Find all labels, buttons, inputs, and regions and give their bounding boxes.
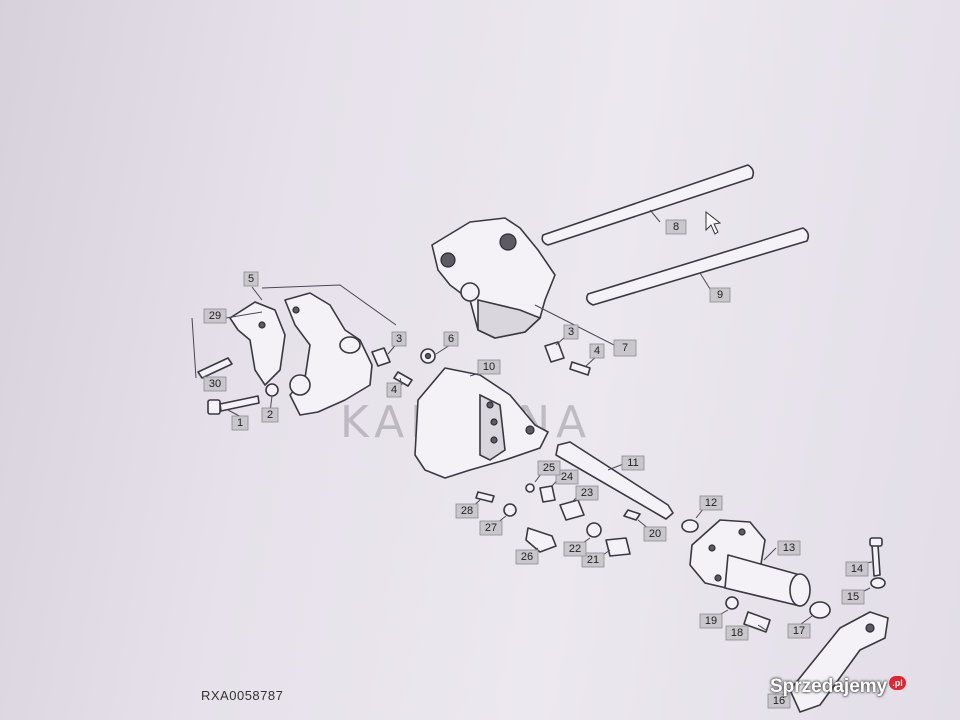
callout-8: 8 (665, 219, 687, 235)
callout-12: 12 (699, 495, 723, 511)
callout-10: 10 (477, 359, 501, 375)
svg-text:26: 26 (521, 551, 533, 563)
svg-text:1: 1 (237, 417, 243, 429)
quadrant-plate (414, 367, 549, 479)
callout-5: 5 (243, 271, 259, 287)
callouts: 1 2 3 3 4 4 5 6 7 8 9 10 11 12 13 14 15 … (203, 219, 869, 709)
callout-4-right: 4 (589, 343, 605, 359)
housing-block (431, 217, 556, 339)
callout-13: 13 (777, 540, 801, 556)
lever-arm (789, 611, 889, 713)
drawing-reference-code: RXA0058787 (201, 688, 284, 703)
svg-text:17: 17 (793, 625, 805, 637)
svg-text:21: 21 (587, 554, 599, 566)
left-bracket-assembly (229, 292, 373, 416)
svg-text:14: 14 (851, 563, 863, 575)
shaft-8 (541, 164, 755, 246)
callout-2: 2 (261, 407, 279, 423)
svg-text:13: 13 (783, 542, 795, 554)
svg-text:12: 12 (705, 497, 717, 509)
callout-19: 19 (699, 613, 723, 629)
svg-text:10: 10 (483, 361, 495, 373)
callout-28: 28 (455, 503, 479, 519)
svg-text:5: 5 (248, 273, 254, 285)
callout-21: 21 (581, 552, 605, 568)
shaft-11 (555, 441, 674, 520)
svg-text:27: 27 (485, 522, 497, 534)
small-parts (197, 341, 886, 633)
callout-26: 26 (515, 549, 539, 565)
svg-text:6: 6 (448, 333, 454, 345)
svg-text:3: 3 (568, 326, 574, 338)
callout-27: 27 (479, 520, 503, 536)
svg-text:16: 16 (773, 695, 785, 707)
callout-9: 9 (709, 287, 731, 303)
callout-3-right: 3 (563, 324, 579, 340)
svg-text:15: 15 (847, 591, 859, 603)
callout-17: 17 (787, 623, 811, 639)
svg-text:30: 30 (209, 378, 221, 390)
callout-14: 14 (845, 561, 869, 577)
svg-text:4: 4 (594, 345, 600, 357)
flanged-tube (689, 519, 811, 607)
svg-text:2: 2 (267, 409, 273, 421)
brand-tld-badge: .pl (889, 676, 906, 690)
svg-text:7: 7 (622, 342, 628, 354)
callout-29: 29 (203, 308, 227, 324)
svg-text:19: 19 (705, 615, 717, 627)
shaft-9 (586, 227, 810, 306)
mouse-cursor-icon (705, 210, 722, 235)
svg-text:18: 18 (731, 627, 743, 639)
svg-text:9: 9 (717, 289, 723, 301)
svg-text:25: 25 (543, 462, 555, 474)
callout-30: 30 (203, 376, 227, 392)
callout-16: 16 (767, 693, 791, 709)
callout-1: 1 (231, 415, 249, 431)
svg-text:20: 20 (649, 528, 661, 540)
callout-15: 15 (841, 589, 865, 605)
svg-text:24: 24 (561, 471, 573, 483)
svg-text:28: 28 (461, 505, 473, 517)
svg-text:22: 22 (569, 543, 581, 555)
callout-24: 24 (555, 469, 579, 485)
svg-text:4: 4 (391, 384, 397, 396)
callout-23: 23 (575, 485, 599, 501)
callout-7: 7 (613, 339, 637, 357)
svg-text:8: 8 (673, 221, 679, 233)
callout-6: 6 (443, 331, 459, 347)
callout-18: 18 (725, 625, 749, 641)
sprzedajemy-logo: Sprzedajemy.pl (770, 676, 906, 698)
callout-4-left: 4 (386, 382, 402, 398)
svg-text:29: 29 (209, 310, 221, 322)
svg-text:11: 11 (627, 457, 638, 469)
brand-name: Sprzedajemy (770, 676, 888, 697)
callout-3-left: 3 (391, 331, 407, 347)
svg-text:3: 3 (396, 333, 402, 345)
callout-20: 20 (643, 526, 667, 542)
callout-11: 11 (621, 455, 645, 471)
callout-25: 25 (537, 460, 561, 476)
callout-22: 22 (563, 541, 587, 557)
svg-text:23: 23 (581, 487, 593, 499)
